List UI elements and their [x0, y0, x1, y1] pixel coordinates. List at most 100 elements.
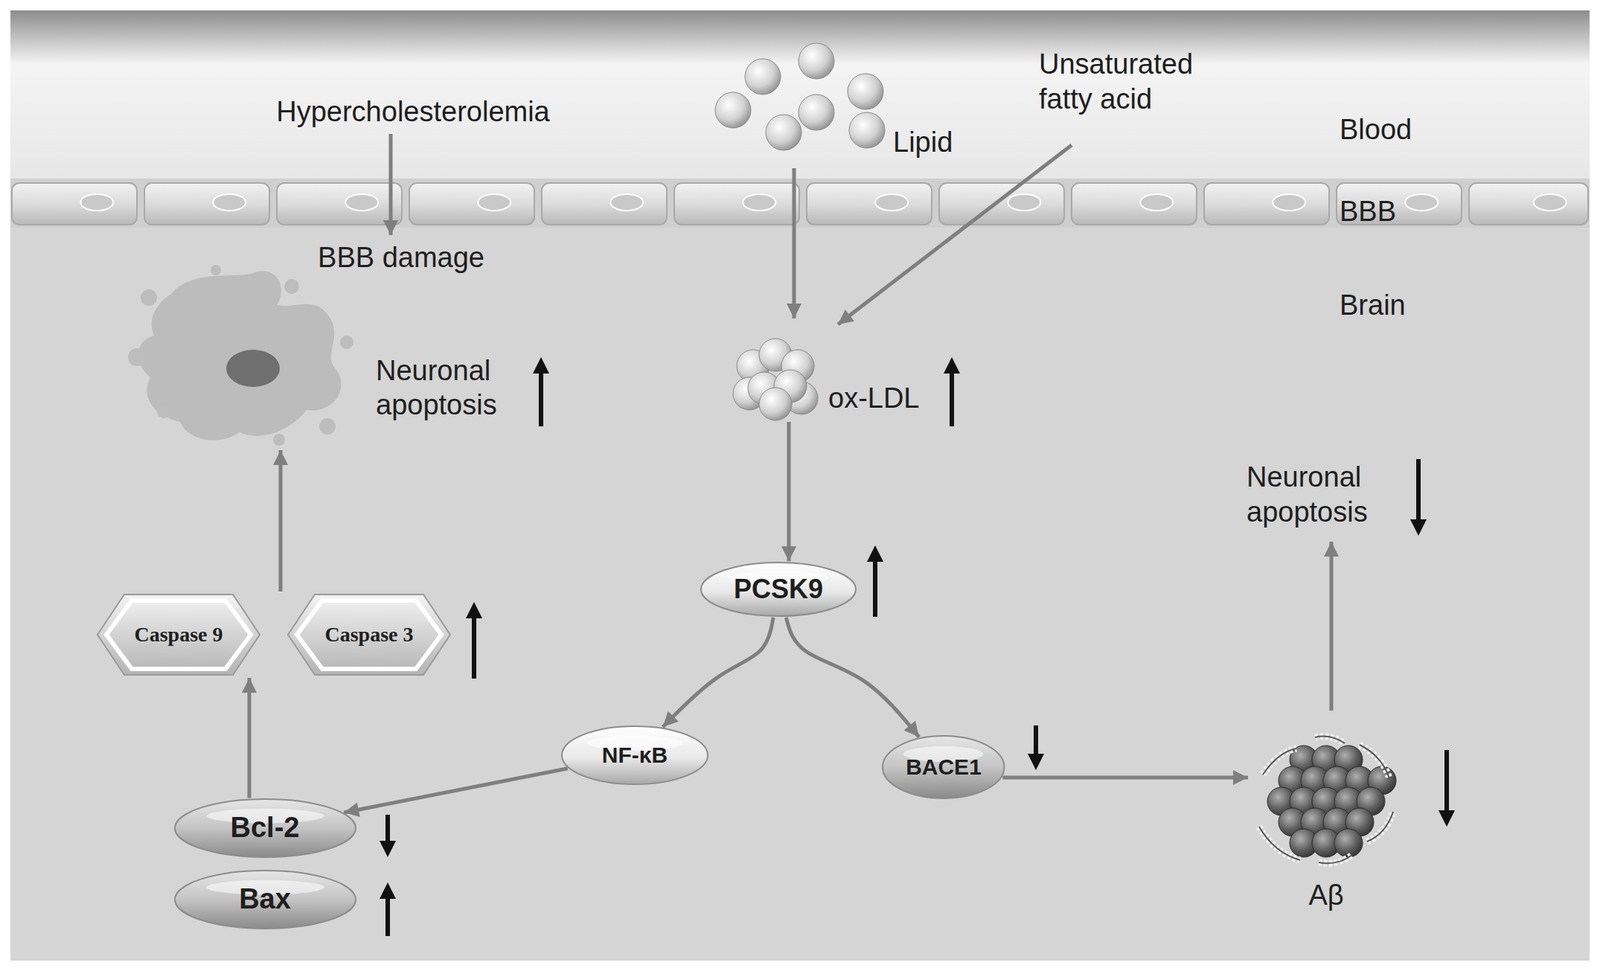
cell-nucleus	[212, 194, 246, 211]
node-text: Bcl-2	[230, 811, 300, 846]
cell-nucleus	[1272, 194, 1306, 211]
amyloid-fibril	[1314, 736, 1345, 744]
node-text: ox-LDL	[828, 381, 920, 416]
hexagon-bevel	[296, 600, 442, 670]
ellipse-outline	[174, 799, 356, 858]
protein-ellipse: Bax	[173, 869, 358, 931]
change-arrow-head	[1027, 753, 1045, 771]
cell-nucleus	[1007, 194, 1041, 211]
lipid-sphere	[744, 58, 781, 95]
endothelial-cell	[1071, 183, 1197, 225]
change-arrow-shaft	[1416, 459, 1421, 526]
cell-nucleus	[80, 194, 114, 211]
hexagon-bevel	[106, 600, 251, 670]
lipid-spheres	[715, 43, 885, 151]
pathway-connector	[787, 421, 792, 562]
label-text: Neuronal apoptosis	[1246, 459, 1407, 531]
cell-nucleus	[477, 194, 511, 211]
lipid-sphere	[849, 112, 885, 149]
cell-nucleus	[610, 194, 643, 211]
amyloid-fibril	[1262, 748, 1297, 775]
pathway-connector	[663, 617, 774, 728]
apoptotic-body	[273, 433, 286, 446]
change-arrow-shaft	[385, 893, 390, 937]
blood-region	[10, 10, 1590, 190]
ellipse-outline	[882, 736, 1004, 799]
change-arrow-shaft	[1444, 750, 1449, 817]
endothelial-cell	[541, 183, 667, 225]
endothelial-cell	[806, 183, 932, 225]
change-arrow-head	[1410, 519, 1427, 536]
node-text: Caspase 9	[133, 622, 223, 648]
pathway-connector	[1002, 776, 1248, 780]
neuron-nucleus	[226, 349, 280, 387]
endothelial-cell	[276, 183, 402, 225]
change-arrow-shaft	[872, 555, 878, 617]
ellipse-outline	[174, 870, 356, 929]
protein-ellipse: BACE1	[881, 734, 1006, 800]
change-arrow-head	[943, 357, 960, 374]
change-arrow-shaft	[471, 612, 477, 679]
change-arrow-head	[532, 357, 550, 374]
apoptotic-neuron-outline	[126, 264, 358, 451]
change-arrow-head	[379, 840, 396, 858]
apoptotic-body	[128, 348, 146, 367]
amyloid-fibril	[1314, 736, 1345, 744]
amyloid-sphere	[1334, 829, 1363, 858]
pathway-arrows	[390, 133, 1332, 711]
amyloid-fibril	[1359, 744, 1390, 779]
ldl-sphere	[759, 387, 792, 421]
cell-nucleus	[742, 194, 776, 211]
amyloid-cluster-outline	[1248, 730, 1405, 872]
amyloid-fibril	[1259, 826, 1301, 861]
amyloid-fibril	[1262, 748, 1297, 775]
label-text: Hypercholesterolemia	[276, 94, 550, 131]
hexagon-outline	[288, 594, 451, 675]
apoptotic-body	[319, 418, 336, 435]
cell-nucleus	[1140, 194, 1173, 211]
node-text: NF-κB	[602, 741, 668, 769]
amyloid-fibril	[1318, 855, 1353, 864]
endothelial-cell	[939, 183, 1065, 225]
label-text: Lipid	[893, 125, 953, 161]
node-text: PCSK9	[733, 573, 824, 606]
caspase-hexagon: Caspase 3	[285, 591, 454, 678]
change-arrow-head	[379, 882, 396, 899]
pathway-connector	[247, 677, 252, 799]
caspase-hexagon: Caspase 9	[94, 591, 263, 678]
ellipse-outline	[561, 726, 708, 785]
change-arrow-shaft	[949, 367, 955, 427]
apoptotic-body	[340, 335, 354, 350]
node-text: Aβ	[1308, 878, 1344, 914]
amyloid-fibril	[1359, 744, 1390, 779]
oxldl-cluster: ox-LDL	[727, 332, 824, 422]
endothelial-cell	[144, 183, 270, 225]
pathway-connector	[343, 768, 568, 813]
amyloid-fibril	[1367, 811, 1394, 842]
hexagon-outline	[97, 594, 260, 675]
apoptotic-body	[157, 404, 171, 419]
label-text: Brain	[1339, 288, 1406, 324]
pathway-arrow	[1329, 541, 1334, 711]
lipid-sphere	[847, 73, 884, 110]
lipid-sphere	[715, 92, 751, 128]
apoptotic-body	[210, 264, 222, 276]
ellipse-outline	[701, 562, 856, 617]
brain-region	[10, 223, 1590, 961]
apoptotic-body	[284, 279, 300, 294]
label-text: Blood	[1339, 112, 1412, 149]
endothelial-cell	[1469, 183, 1589, 225]
endothelial-cell	[674, 183, 800, 225]
pathway-connector	[279, 450, 283, 592]
node-text: Caspase 3	[324, 622, 414, 648]
change-arrow-shaft	[538, 367, 544, 427]
amyloid-fibril	[1259, 826, 1301, 861]
cell-nucleus	[1405, 194, 1438, 211]
endothelial-cell	[11, 183, 137, 225]
endothelial-cell	[409, 183, 535, 225]
pathway-arrow	[792, 168, 797, 319]
pathway-arrow	[389, 133, 393, 236]
pathway-connector	[785, 617, 920, 738]
